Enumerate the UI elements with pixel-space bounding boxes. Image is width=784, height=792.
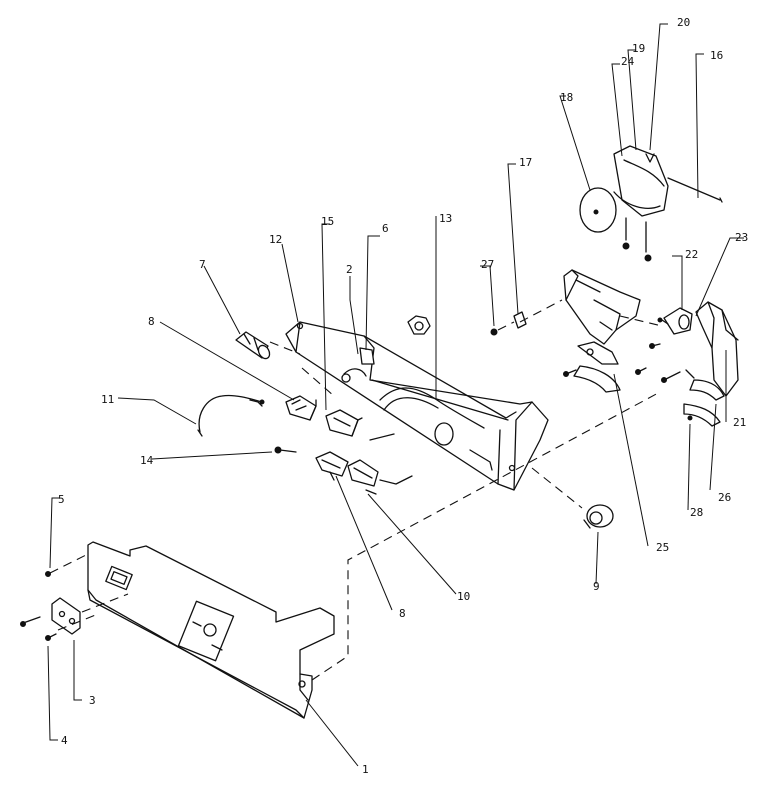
callout-24: 24 (621, 55, 635, 68)
callout-5: 5 (58, 493, 65, 506)
callout-23: 23 (735, 231, 748, 244)
callout-2: 2 (346, 263, 353, 276)
part-terminal-block (285, 395, 317, 421)
callout-25: 25 (656, 541, 669, 554)
part-grommet (407, 315, 431, 335)
callout-14: 14 (140, 454, 154, 467)
callout-15: 15 (321, 215, 334, 228)
callout-6: 6 (382, 222, 389, 235)
callout-8-upper: 8 (148, 315, 155, 328)
leader-lines (47, 23, 744, 767)
callout-16: 16 (710, 49, 723, 62)
callout-12: 12 (269, 233, 282, 246)
part-control-housing (285, 321, 549, 491)
part-switch-lower-left (315, 451, 349, 481)
part-timer-motor (579, 145, 723, 262)
callout-8-lower: 8 (399, 607, 406, 620)
part-front-panel (87, 541, 335, 719)
callout-20: 20 (677, 16, 690, 29)
callout-labels: 1 2 3 4 5 6 7 8 8 9 10 11 12 13 14 15 16… (58, 16, 748, 776)
callout-28: 28 (690, 506, 703, 519)
callout-21: 21 (733, 416, 746, 429)
callout-11: 11 (101, 393, 114, 406)
part-dispenser-mechanism (563, 269, 661, 393)
callout-9: 9 (593, 580, 600, 593)
callout-26: 26 (718, 491, 731, 504)
callout-4: 4 (61, 734, 68, 747)
assembly-lines (269, 299, 663, 681)
callout-3: 3 (89, 694, 96, 707)
callout-1: 1 (362, 763, 369, 776)
part-switch-lower-right (347, 459, 379, 495)
part-capacitor (235, 331, 271, 360)
callout-27: 27 (481, 258, 494, 271)
part-knob (583, 504, 614, 529)
part-left-bracket (20, 552, 129, 641)
callout-17: 17 (519, 156, 532, 169)
callout-18: 18 (560, 91, 573, 104)
callout-19: 19 (632, 42, 645, 55)
callout-22: 22 (685, 248, 698, 261)
part-solenoid (657, 307, 693, 335)
part-small-bracket (490, 311, 527, 336)
callout-10: 10 (457, 590, 470, 603)
callout-13: 13 (439, 212, 452, 225)
part-wire-harness (197, 394, 265, 437)
part-screw-14 (274, 446, 297, 454)
callout-7: 7 (199, 258, 206, 271)
part-right-lever (661, 301, 739, 427)
part-switch-upper (325, 409, 363, 437)
